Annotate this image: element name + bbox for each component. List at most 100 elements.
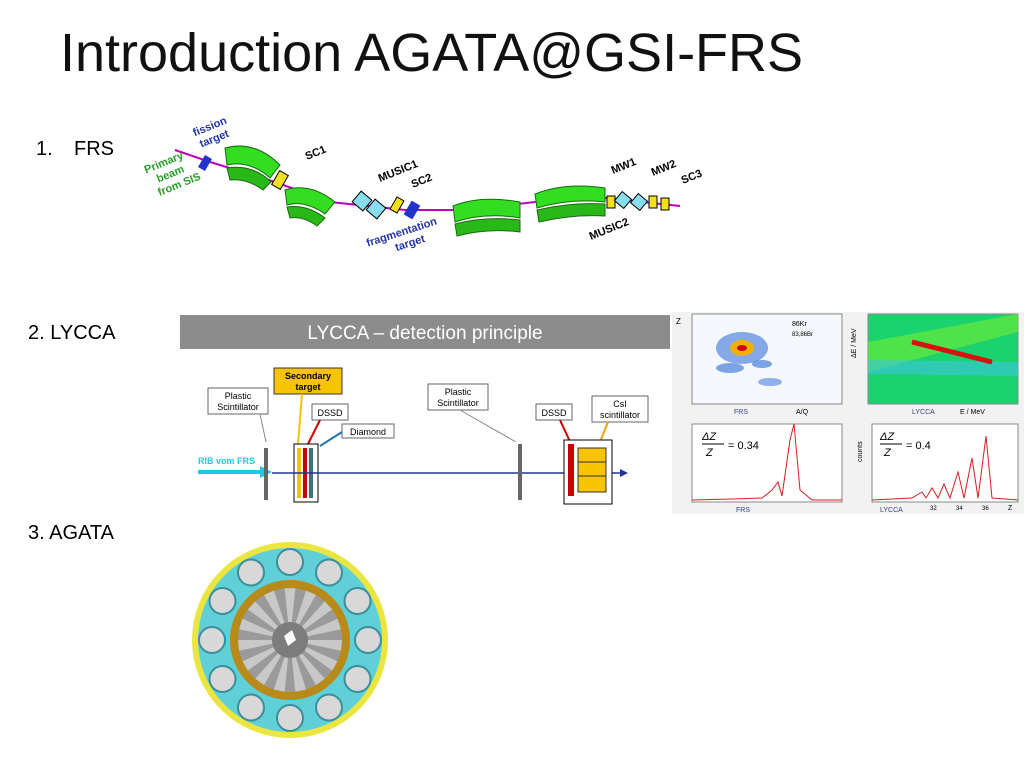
z-spectrum-frs	[691, 423, 843, 503]
slide-title: Introduction AGATA@GSI-FRS	[60, 23, 804, 83]
dipole-magnet	[536, 203, 606, 223]
dipole-magnet	[284, 187, 336, 215]
fraction-numerator: ΔZ	[879, 431, 895, 443]
z-spectrum-source: FRS	[736, 507, 750, 514]
dipole-magnet	[224, 145, 281, 179]
pid-plot-frs	[691, 313, 843, 405]
secondary-target-label: Secondary	[285, 371, 331, 381]
de-e-band	[868, 360, 1018, 376]
de-e-ridge	[911, 339, 993, 365]
agata-crystal	[264, 590, 285, 625]
music2-chamber	[629, 192, 649, 212]
agata-array-image	[192, 542, 388, 738]
agata-crystal	[247, 601, 278, 630]
pid-cluster	[758, 378, 782, 386]
plastic-scintillator-1-label: Scintillator	[217, 402, 259, 412]
section-lycca: 2. LYCCA	[28, 322, 116, 344]
fraction-numerator: ΔZ	[701, 431, 717, 443]
agata-detector-endcap	[208, 665, 237, 693]
de-e-source: LYCCA	[912, 409, 935, 416]
scintillator-sc2	[389, 196, 405, 214]
pid-cluster	[716, 363, 744, 373]
lycca-resolution: = 0.4	[906, 440, 931, 452]
music1-chamber	[365, 198, 387, 220]
rib-label: RIB vom FRS	[198, 456, 255, 466]
tick-label: 32	[930, 506, 937, 512]
agata-spokes	[198, 548, 382, 732]
frs-beamline-diagram: Primary beam from SIS fission target SC1…	[143, 115, 704, 254]
lycca-banner-text: LYCCA – detection principle	[307, 323, 542, 344]
agata-detector-endcap	[237, 693, 265, 722]
isotope-label: 86Kr	[792, 321, 807, 328]
de-e-xlabel: E / MeV	[960, 409, 985, 416]
agata-crystal	[238, 640, 273, 651]
agata-detector-endcap	[343, 587, 372, 615]
agata-detector-endcap	[198, 626, 226, 654]
fission-target	[198, 154, 212, 172]
z-spectrum-line	[691, 423, 842, 501]
csi-label: CsI	[613, 399, 627, 409]
csi-scintillator	[577, 447, 607, 493]
pointer-line	[307, 419, 321, 445]
agata-detector-endcap	[315, 693, 343, 722]
agata-crystal	[273, 657, 289, 692]
dipole-magnet	[226, 166, 272, 191]
fission-target-label: fission target	[191, 115, 231, 151]
music2-label: MUSIC2	[588, 216, 631, 243]
agata-crystal	[302, 601, 333, 630]
fraction-denominator: Z	[705, 447, 714, 459]
section-label: FRS	[74, 138, 114, 160]
tick-label: 34	[956, 506, 963, 512]
plastic-scintillator-2-label: Plastic	[445, 387, 472, 397]
tick-label: 36	[982, 506, 989, 512]
plastic-scintillator-1-label-box	[207, 387, 269, 415]
csi-label-box	[591, 395, 649, 423]
agata-crystal	[239, 618, 274, 637]
pid-ylabel: Z	[676, 317, 681, 326]
secondary-target-label: target	[295, 382, 320, 392]
lycca-spectrum-source: LYCCA	[880, 507, 903, 514]
dssd-2-label-box	[535, 403, 573, 421]
fraction-denominator: Z	[883, 447, 892, 459]
agata-detector-endcap	[276, 704, 304, 732]
de-e-band	[868, 314, 1018, 372]
section-frs: 1. FRS	[36, 138, 114, 161]
de-e-ylabel: ΔE / MeV	[851, 328, 858, 358]
music2-chamber	[613, 190, 633, 210]
agata-detector-endcap	[354, 626, 382, 654]
beam-arrowhead	[620, 469, 628, 477]
scintillator-sc1	[270, 169, 290, 191]
sc3-label: SC3	[680, 168, 704, 187]
pointer-line	[599, 421, 609, 443]
scintillator-sc3	[660, 197, 670, 211]
pointer-line	[297, 393, 303, 445]
dssd-2-label: DSSD	[541, 408, 567, 418]
dipole-magnet	[534, 185, 606, 209]
dssd-2	[568, 444, 574, 496]
dipole-magnet	[286, 206, 326, 227]
agata-crystal	[242, 647, 276, 671]
music1-chamber	[351, 190, 373, 212]
z-xlabel: Z	[1008, 505, 1013, 512]
pointer-line	[459, 409, 517, 443]
agata-crystals	[238, 588, 342, 692]
pid-cluster	[752, 360, 772, 368]
pointer-line	[259, 413, 267, 443]
mw2-detector	[648, 195, 658, 209]
lycca-spectrum-line	[871, 435, 1019, 501]
diamond-label: Diamond	[350, 427, 386, 437]
fragmentation-target-label: fragmentation target	[365, 215, 439, 253]
agata-crystal	[307, 640, 342, 651]
fragmentation-target	[403, 200, 421, 220]
frs-resolution: = 0.34	[728, 440, 759, 452]
sc2-label: SC2	[410, 172, 434, 191]
plots-panel: Z 86Kr 83,86Br FRS A/Q ΔE / MeV LYCCA E …	[672, 312, 1024, 514]
agata-detector-endcap	[276, 548, 304, 576]
agata-crystal	[291, 657, 307, 692]
csi-label: scintillator	[600, 410, 640, 420]
section-agata: 3. AGATA	[28, 522, 114, 544]
sc1-label: SC1	[304, 144, 328, 163]
section-number: 1.	[36, 138, 53, 160]
lycca-diagram: LYCCA – detection principle Plastic Scin…	[180, 315, 670, 505]
lycca-banner	[180, 315, 670, 349]
